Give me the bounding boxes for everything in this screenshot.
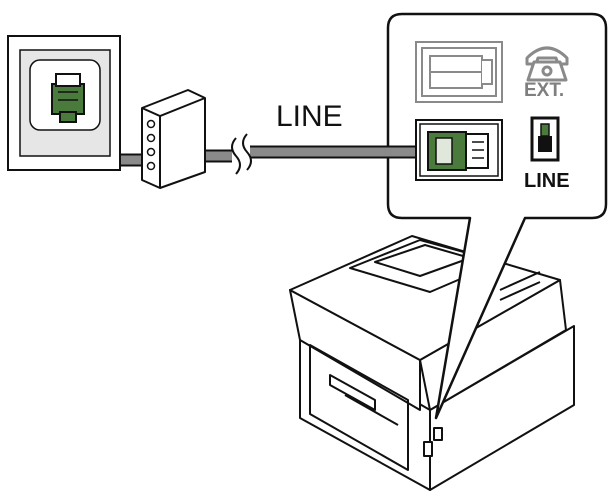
ext-port-icon — [415, 41, 503, 103]
telephone-icon — [525, 46, 569, 82]
splitter-icon — [141, 89, 206, 189]
callout-bubble — [386, 12, 608, 420]
wall-jack-icon — [7, 35, 121, 171]
phone-cable — [61, 113, 430, 175]
line-cable-label: LINE — [276, 100, 343, 133]
line-port-icon — [530, 116, 560, 162]
line-plug-icon — [415, 119, 503, 181]
line-port-label: LINE — [524, 170, 570, 192]
ext-port-label: EXT. — [524, 80, 565, 101]
printer-icon — [289, 235, 575, 491]
